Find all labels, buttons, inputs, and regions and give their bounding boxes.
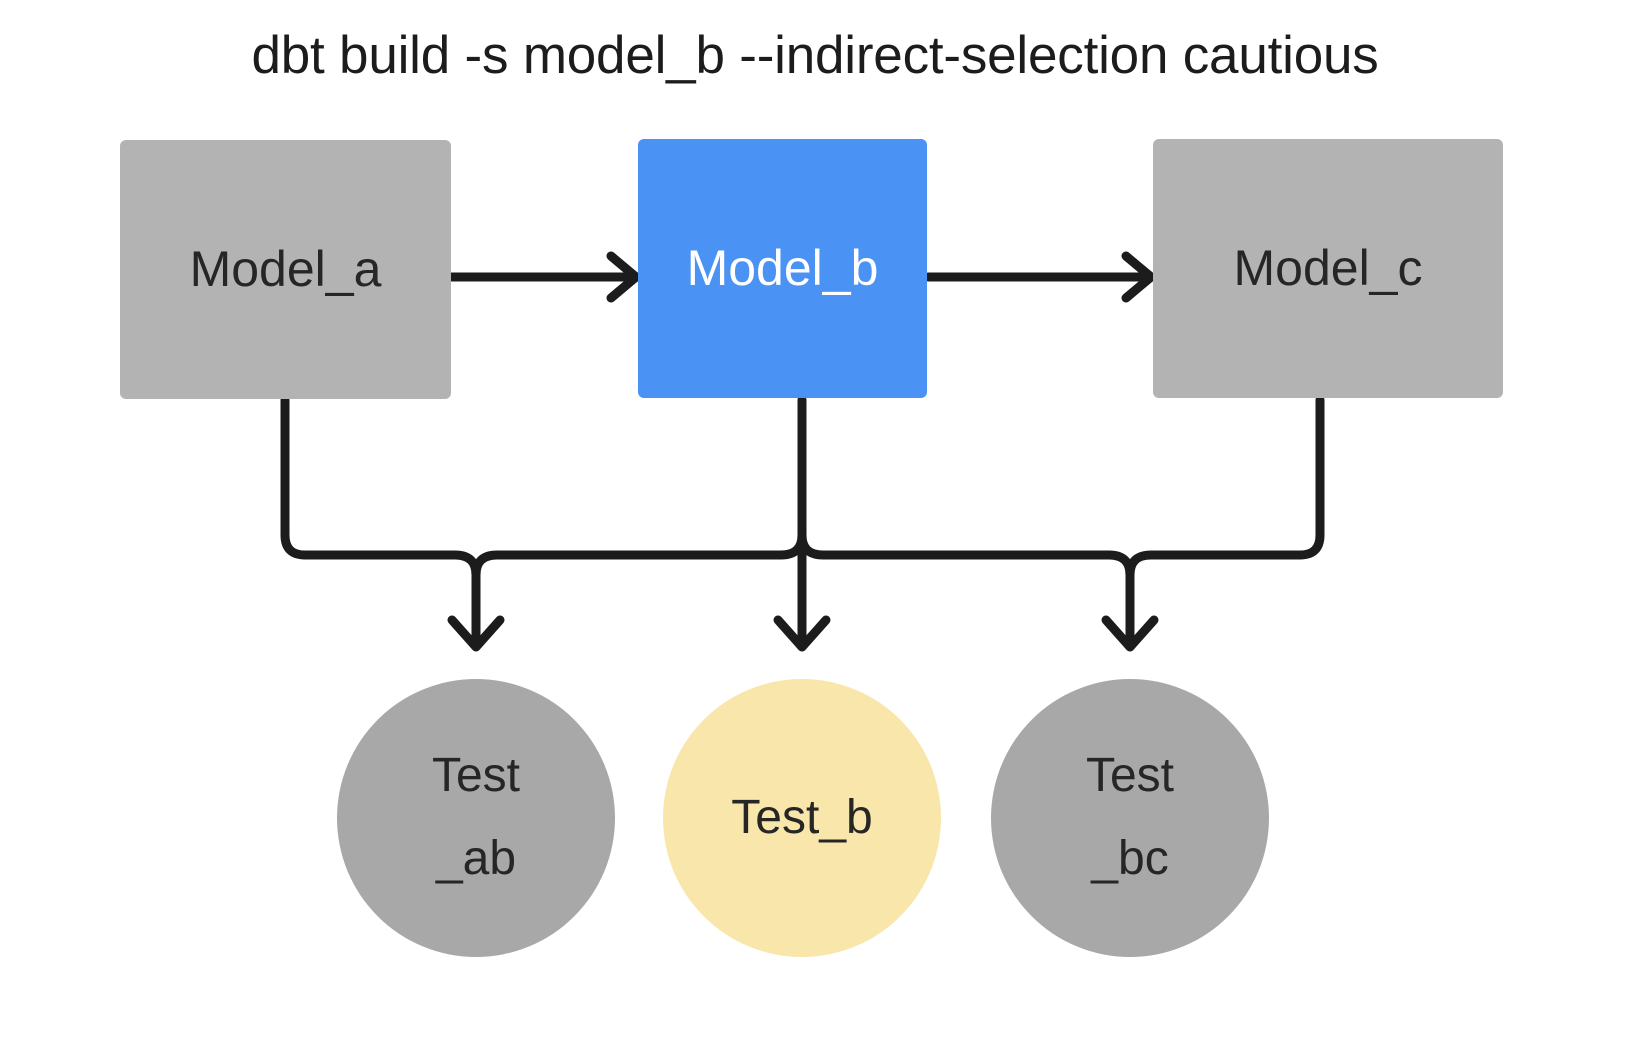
node-model-a-label: Model_a	[189, 241, 382, 297]
edge-model-a-to-model-b	[446, 251, 641, 303]
page-title: dbt build -s model_b --indirect-selectio…	[251, 26, 1379, 85]
node-test-b[interactable]: Test_b	[663, 679, 941, 957]
edge-model-b-to-test-b	[773, 395, 831, 652]
edge-junction-right-down	[1101, 570, 1159, 652]
node-model-c-label: Model_c	[1233, 240, 1423, 296]
node-test-bc-label: Test _bc	[1085, 749, 1175, 885]
node-model-b-label: Model_b	[686, 240, 879, 296]
node-test-bc[interactable]: Test _bc	[991, 679, 1269, 957]
edge-bus-left	[471, 530, 807, 580]
node-model-a[interactable]: Model_a	[120, 140, 451, 399]
edge-model-b-to-model-c	[923, 251, 1156, 303]
node-test-ab[interactable]: Test _ab	[337, 679, 615, 957]
edge-model-c-to-test-bc	[1125, 395, 1325, 580]
node-test-b-label: Test_b	[731, 790, 873, 844]
edge-bus-right	[797, 530, 1135, 580]
edge-junction-left-down	[447, 570, 505, 652]
node-model-c[interactable]: Model_c	[1153, 139, 1503, 398]
edge-model-a-to-test-ab	[280, 395, 481, 580]
node-test-ab-label: Test _ab	[431, 749, 521, 885]
node-model-b[interactable]: Model_b	[638, 139, 927, 398]
